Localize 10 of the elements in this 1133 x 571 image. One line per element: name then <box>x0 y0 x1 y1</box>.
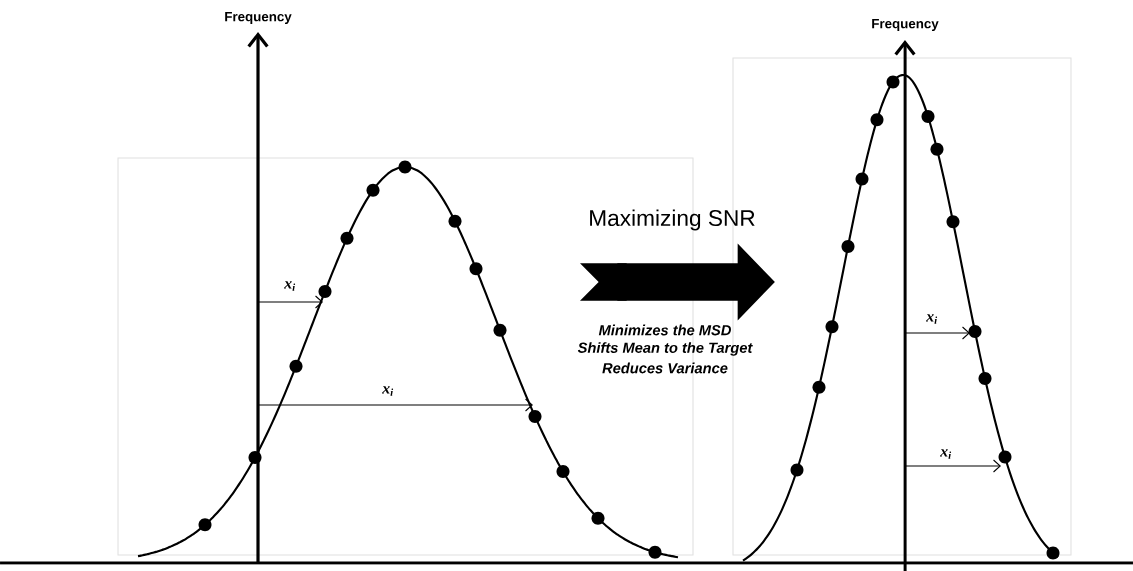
variable-label: x$_{i}$ <box>382 386 394 396</box>
variable-label: x$_{i}$ <box>926 314 938 324</box>
variable-label: x$_{i}$ <box>284 281 296 291</box>
caption-text: Reduces Variance <box>602 362 728 374</box>
variable-label: x$_{i}$ <box>940 449 952 459</box>
heading-text: Maximizing SNR <box>590 209 755 231</box>
caption-text: Shifts Mean to the Target <box>577 342 753 356</box>
caption-text: Minimizes the MSD <box>598 324 731 336</box>
axis-label: Frequency <box>225 12 292 24</box>
axis-label: Frequency <box>872 19 939 31</box>
